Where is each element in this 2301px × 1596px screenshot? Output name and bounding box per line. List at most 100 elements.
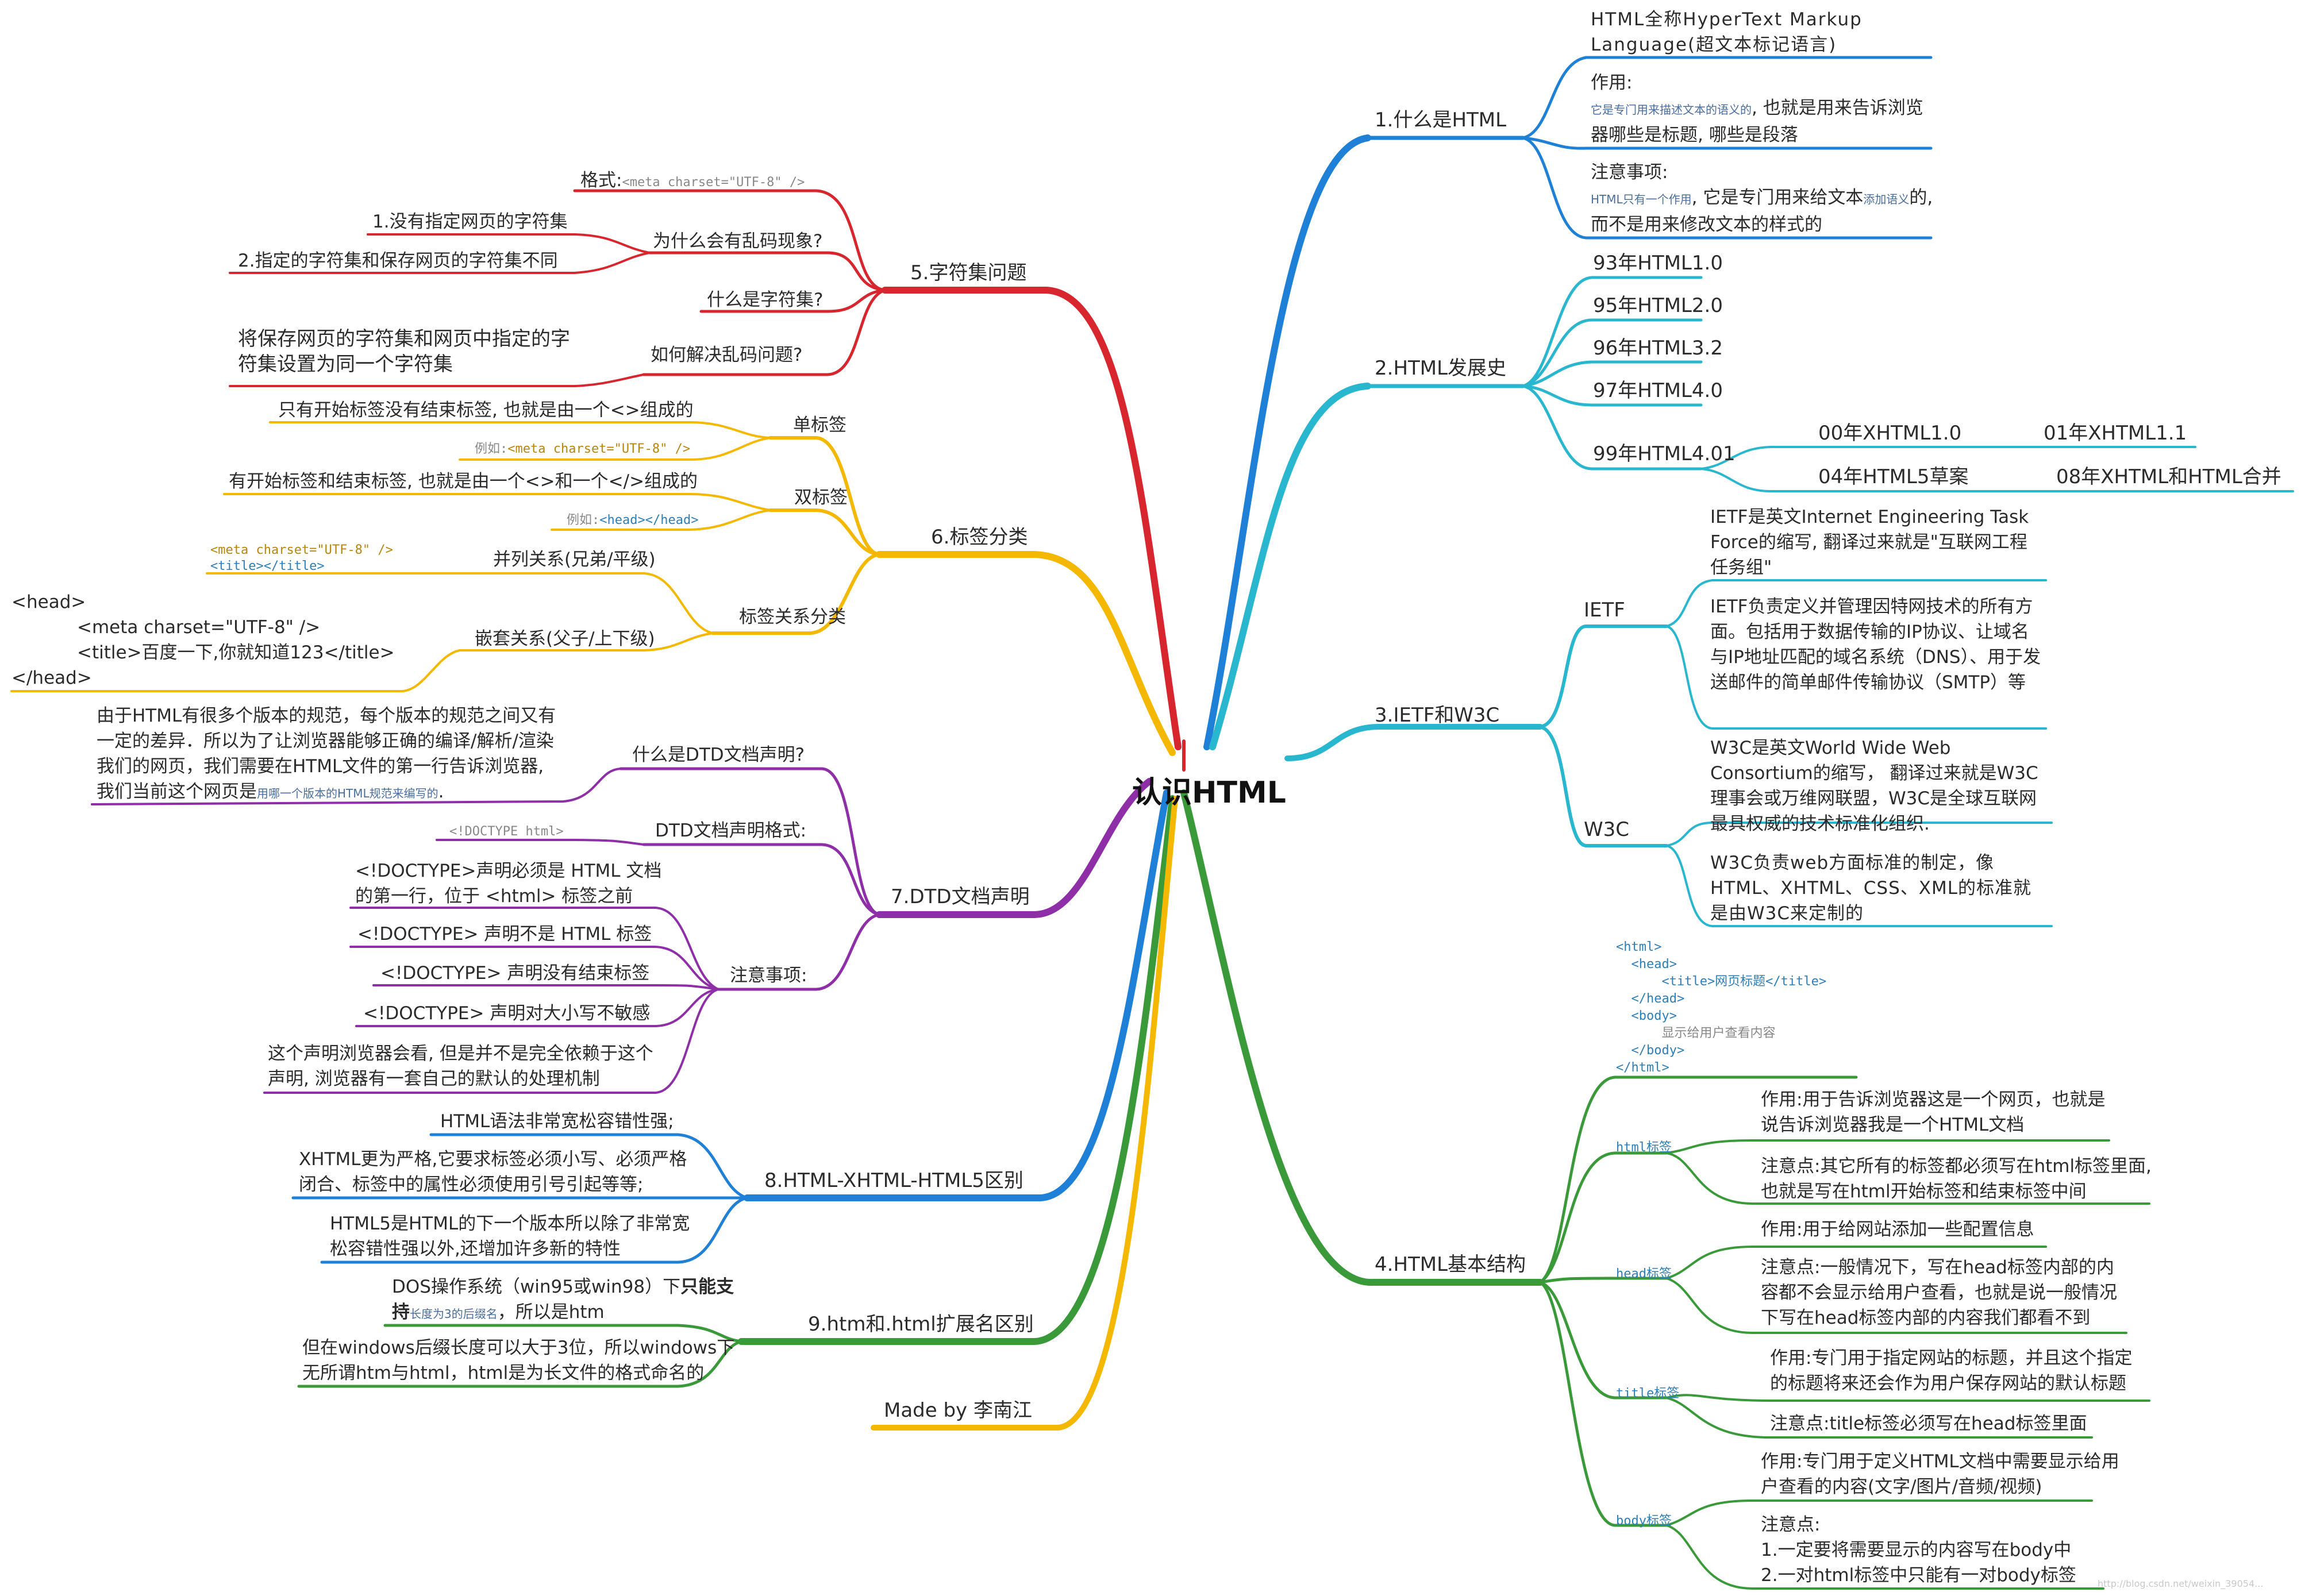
b5-what: 什么是字符集? — [707, 290, 824, 310]
b1-note-small2: 添加语义 — [1863, 192, 1910, 206]
branch-5-lines — [229, 189, 1182, 750]
branch-8-lines — [291, 789, 1170, 1264]
b4-body-note-head: 注意点: — [1761, 1514, 1821, 1535]
b7-note-3: <!DOCTYPE> 声明没有结束标签 — [380, 963, 650, 984]
b7-what: 什么是DTD文档声明? — [632, 745, 805, 765]
b9-dos-a: DOS操作系统（win95或win98）下 — [392, 1277, 681, 1297]
b6-sibling-code-2: <title></title> — [210, 559, 325, 573]
b8-item-html: HTML语法非常宽松容错性强; — [440, 1111, 674, 1132]
b5-format: 格式:<meta charset="UTF-8" /> — [580, 168, 805, 195]
b6-sibling-code-1: <meta charset="UTF-8" /> — [210, 543, 393, 557]
branch-4-title: 4.HTML基本结构 — [1375, 1253, 1526, 1276]
b7-note-1: <!DOCTYPE>声明必须是 HTML 文档的第一行，位于 <html> 标签… — [355, 861, 662, 907]
b3-ietf: IETF — [1584, 599, 1625, 622]
b7-note-2: <!DOCTYPE> 声明不是 HTML 标签 — [357, 924, 652, 945]
b6-single: 单标签 — [793, 415, 846, 435]
b4-head-note: 注意点:一般情况下，写在head标签内部的内容都不会显示给用户查看，也就是说一般… — [1761, 1257, 2117, 1328]
b6-double-2-label: 例如: — [567, 513, 600, 527]
b2-sub-xhtml11: 01年XHTML1.1 — [2044, 422, 2187, 445]
branch-2-title: 2.HTML发展史 — [1375, 357, 1507, 380]
b6-double: 双标签 — [794, 487, 848, 508]
b6-nested-code-0: <head> — [11, 592, 86, 612]
b2-item-3: 97年HTML4.0 — [1593, 379, 1723, 402]
b4-code-5: 显示给用户查看内容 — [1616, 1026, 1776, 1040]
b1-note-mid: , 它是专门用来给文本 — [1691, 187, 1864, 208]
b2-item-1: 95年HTML2.0 — [1593, 294, 1723, 317]
madeby-line — [871, 796, 1178, 1431]
b1-purpose-small: 它是专门用来描述文本的语义的 — [1591, 103, 1752, 117]
b6-relation-nested: 嵌套关系(父子/上下级) — [475, 629, 655, 649]
b6-double-2: 例如:<head></head> — [567, 506, 698, 533]
b4-code-sample: <html> <head> <title>网页标题</title> </head… — [1616, 939, 1826, 1077]
b4-code-1: <head> — [1616, 957, 1677, 972]
b4-html-note: 注意点:其它所有的标签都必须写在html标签里面, 也就是写在html开始标签和… — [1761, 1156, 2152, 1202]
b4-code-4: <body> — [1616, 1009, 1677, 1023]
b7-what-desc-small: 用哪一个版本的HTML规范来编写的 — [257, 787, 438, 800]
b3-w3c-def: W3C是英文World Wide Web Consortium的缩写， 翻译过来… — [1710, 738, 2038, 834]
branch-6-lines — [10, 421, 1176, 756]
b6-relation: 标签关系分类 — [739, 607, 846, 627]
b5-why-2: 2.指定的字符集和保存网页的字符集不同 — [238, 250, 558, 271]
b2-item-0: 93年HTML1.0 — [1593, 252, 1723, 275]
central-topic: 认识HTML — [1132, 776, 1286, 810]
b7-note-4: <!DOCTYPE> 声明对大小写不敏感 — [363, 1003, 651, 1024]
branch-2-lines — [1209, 276, 2294, 750]
branch-9-lines — [297, 795, 1176, 1388]
b4-body-purpose: 作用:专门用于定义HTML文档中需要显示给用户查看的内容(文字/图片/音频/视频… — [1761, 1451, 2119, 1497]
b7-note: 注意事项: — [730, 965, 807, 986]
b4-code-7: </html> — [1616, 1061, 1669, 1075]
b6-double-1: 有开始标签和结束标签, 也就是由一个<>和一个</>组成的 — [229, 471, 698, 492]
watermark: http://blog.csdn.net/weixin_39054... — [2098, 1578, 2264, 1589]
b4-code-0: <html> — [1616, 940, 1662, 954]
b5-how-1: 将保存网页的字符集和网页中指定的字符集设置为同一个字符集 — [238, 327, 570, 376]
b4-html-purpose: 作用:用于告诉浏览器这是一个网页，也就是说告诉浏览器我是一个HTML文档 — [1761, 1089, 2106, 1135]
b4-title-tag: title标签 — [1616, 1386, 1680, 1401]
b3-w3c: W3C — [1584, 818, 1629, 841]
branch-9-title: 9.htm和.html扩展名区别 — [808, 1313, 1034, 1336]
b5-why: 为什么会有乱码现象? — [653, 231, 823, 252]
b7-what-desc-main: 由于HTML有很多个版本的规范，每个版本的规范之间又有一定的差异．所以为了让浏览… — [97, 706, 556, 802]
b6-double-2-code: <head></head> — [599, 513, 699, 527]
b4-code-3: </head> — [1616, 992, 1685, 1006]
b4-head-tag: head标签 — [1616, 1267, 1672, 1281]
b4-head-purpose: 作用:用于给网站添加一些配置信息 — [1761, 1219, 2034, 1240]
made-by: Made by 李南江 — [884, 1399, 1032, 1422]
branch-3-title: 3.IETF和W3C — [1375, 704, 1500, 727]
b6-nested-code-2: <title>百度一下,你就知道123</title> — [77, 642, 395, 663]
b2-sub-xhtml10: 00年XHTML1.0 — [1818, 422, 1962, 445]
branch-4-lines — [1180, 789, 2150, 1590]
b8-item-xhtml: XHTML更为严格,它要求标签必须小写、必须严格闭合、标签中的属性必须使用引号引… — [299, 1149, 687, 1195]
b1-note-rest: 的, 而不是用来修改文本的样式的 — [1591, 187, 1933, 235]
b1-item-purpose-head: 作用: — [1591, 72, 1633, 93]
b2-sub-html5: 04年HTML5草案 — [1818, 465, 1969, 488]
branch-3-lines — [1284, 579, 2053, 927]
b3-w3c-role: W3C负责web方面标准的制定，像HTML、XHTML、CSS、XML的标准就是… — [1710, 853, 2032, 924]
b5-how: 如何解决乱码问题? — [651, 345, 803, 365]
b7-what-desc-end: . — [438, 781, 444, 802]
b2-item-4: 99年HTML4.01 — [1593, 442, 1736, 465]
branch-1-lines — [1203, 56, 1933, 750]
b1-item-note: HTML只有一个作用, 它是专门用来给文本添加语义的, 而不是用来修改文本的样式… — [1591, 185, 1936, 237]
b2-sub-merge: 08年XHTML和HTML合并 — [2056, 465, 2281, 488]
b4-html-tag: html标签 — [1616, 1140, 1672, 1155]
b7-note-5: 这个声明浏览器会看, 但是并不是完全依赖于这个声明, 浏览器有一套自己的默认的处… — [268, 1043, 653, 1089]
b2-item-2: 96年HTML3.2 — [1593, 337, 1723, 360]
b6-single-2-label: 例如: — [475, 442, 508, 456]
b4-body-tag: body标签 — [1616, 1514, 1672, 1528]
b6-single-2: 例如:<meta charset="UTF-8" /> — [475, 434, 690, 462]
b1-item-fullname: HTML全称HyperText Markup Language(超文本标记语言) — [1591, 9, 1863, 55]
b9-item-dos: DOS操作系统（win95或win98）下只能支持长度为3的后缀名，所以是htm — [392, 1274, 737, 1327]
b5-why-1: 1.没有指定网页的字符集 — [372, 211, 568, 232]
branch-7-title: 7.DTD文档声明 — [891, 885, 1030, 908]
b4-body-note-1: 1.一定要将需要显示的内容写在body中 — [1761, 1540, 2072, 1560]
branch-6-title: 6.标签分类 — [931, 526, 1028, 549]
b7-what-desc: 由于HTML有很多个版本的规范，每个版本的规范之间又有一定的差异．所以为了让浏览… — [97, 703, 556, 806]
b6-single-2-code: <meta charset="UTF-8" /> — [507, 442, 691, 456]
b1-item-note-head: 注意事项: — [1591, 162, 1668, 183]
b8-item-html5: HTML5是HTML的下一个版本所以除了非常宽松容错性强以外,还增加许多新的特性 — [330, 1213, 690, 1259]
b6-nested-code-1: <meta charset="UTF-8" /> — [77, 617, 321, 638]
b4-title-purpose: 作用:专门用于指定网站的标题，并且这个指定的标题将来还会作为用户保存网站的默认标… — [1770, 1348, 2133, 1394]
branch-7-lines — [91, 767, 1153, 1094]
branch-1-title: 1.什么是HTML — [1375, 109, 1507, 132]
